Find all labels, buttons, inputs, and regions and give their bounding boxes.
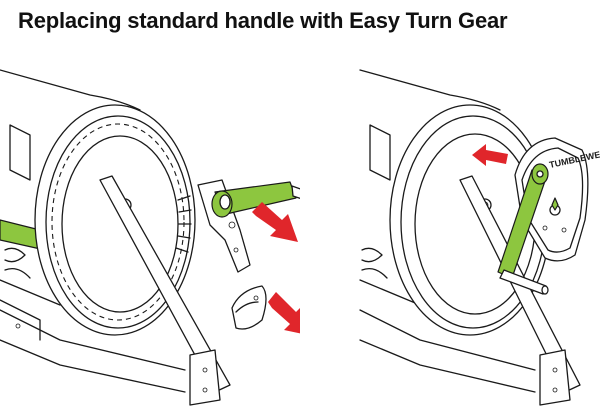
- right-illustration: TUMBLEWEED: [359, 69, 600, 406]
- remove-handle-arrow: [252, 202, 298, 242]
- remove-cap-arrow: [268, 292, 300, 334]
- end-cap: [231, 285, 267, 330]
- handle-bracket: [197, 179, 251, 273]
- standard-handle: [211, 181, 300, 218]
- crank-knob: [499, 269, 549, 295]
- left-illustration: [0, 69, 300, 406]
- attach-gear-arrow: [472, 144, 508, 166]
- page-title: Replacing standard handle with Easy Turn…: [18, 8, 508, 33]
- stand-leg: [0, 175, 231, 406]
